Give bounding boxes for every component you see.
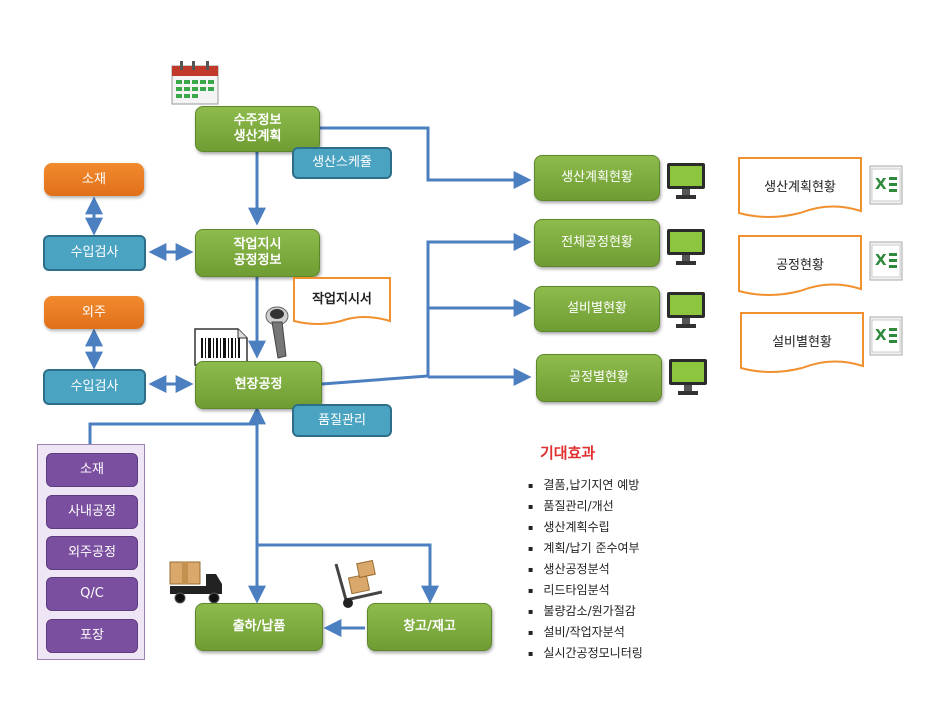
report-1-label: 생산계획현황 — [764, 179, 836, 195]
material-top-label: 소재 — [82, 171, 106, 187]
process-outsourced-label: 외주공정 — [68, 545, 116, 560]
monitor-2-label: 전체공정현황 — [561, 235, 633, 250]
shipping-node[interactable]: 출하/납품 — [195, 603, 323, 651]
monitor-node-2[interactable]: 전체공정현황 — [534, 219, 660, 267]
expected-effects: 기대효과 결품,납기지연 예방 품질관리/개선 생산계획수립 계획/납기 준수여… — [520, 442, 643, 664]
warehouse-label: 창고/재고 — [403, 619, 456, 634]
barcode-scanner-icon — [262, 304, 294, 364]
inspection-bottom-label: 수입검사 — [70, 379, 119, 394]
effect-item: 품질관리/개선 — [520, 496, 643, 517]
process-inhouse[interactable]: 사내공정 — [46, 495, 138, 529]
outsourcing-node[interactable]: 외주 — [44, 296, 144, 329]
process-packaging[interactable]: 포장 — [46, 619, 138, 653]
hand-truck-icon — [332, 559, 388, 614]
excel-icon: X — [866, 241, 904, 285]
svg-text:X: X — [875, 251, 887, 269]
monitor-3-label: 설비별현황 — [567, 301, 627, 316]
svg-text:X: X — [875, 326, 887, 344]
process-inhouse-label: 사내공정 — [68, 504, 116, 519]
barcode-icon — [194, 328, 248, 370]
shop-floor-label: 현장공정 — [234, 377, 283, 392]
shop-floor-node[interactable]: 현장공정 — [195, 361, 322, 409]
calendar-icon — [170, 58, 220, 110]
process-group: 소재 사내공정 외주공정 Q/C 포장 — [37, 444, 145, 660]
effect-item: 결품,납기지연 예방 — [520, 475, 643, 496]
report-doc-3[interactable]: 설비별현황 — [740, 312, 864, 376]
work-order-node[interactable]: 작업지시 공정정보 — [195, 229, 320, 277]
order-plan-line1: 수주정보 — [233, 113, 282, 128]
monitor-icon — [668, 357, 708, 401]
work-order-line2: 공정정보 — [233, 253, 282, 268]
monitor-1-label: 생산계획현황 — [561, 170, 633, 185]
quality-node[interactable]: 품질관리 — [292, 404, 392, 437]
arrow-to-warehouse — [257, 543, 439, 604]
monitor-icon — [666, 290, 706, 334]
truck-icon — [168, 560, 224, 610]
process-qc-label: Q/C — [80, 586, 104, 601]
production-schedule-node[interactable]: 생산스케쥴 — [292, 147, 392, 179]
monitor-node-3[interactable]: 설비별현황 — [534, 286, 660, 332]
effect-item: 생산계획수립 — [520, 517, 643, 538]
effect-item: 실시간공정모니터링 — [520, 643, 642, 664]
order-plan-line2: 생산계획 — [233, 129, 282, 144]
effect-item: 계획/납기 준수여부 — [520, 538, 643, 559]
material-node-top[interactable]: 소재 — [44, 163, 144, 196]
process-material-label: 소재 — [80, 462, 104, 477]
order-plan-node[interactable]: 수주정보 생산계획 — [195, 106, 320, 152]
effect-item: 불량감소/원가절감 — [520, 601, 643, 622]
inspection-top-label: 수입검사 — [70, 245, 119, 260]
work-order-sheet-label: 작업지시서 — [312, 291, 372, 307]
monitor-node-1[interactable]: 생산계획현황 — [534, 155, 660, 201]
report-doc-2[interactable]: 공정현황 — [738, 235, 862, 299]
effect-item: 설비/작업자분석 — [520, 622, 643, 643]
process-packaging-label: 포장 — [80, 628, 104, 643]
process-material[interactable]: 소재 — [46, 453, 138, 487]
report-2-label: 공정현황 — [776, 257, 824, 273]
work-order-sheet-doc[interactable]: 작업지시서 — [293, 277, 391, 327]
arrow-group-to-floor — [88, 422, 257, 444]
inspection-node-top[interactable]: 수입검사 — [43, 235, 146, 271]
warehouse-node[interactable]: 창고/재고 — [367, 603, 492, 651]
report-3-label: 설비별현황 — [772, 334, 832, 350]
monitor-icon — [666, 161, 706, 205]
effects-list: 결품,납기지연 예방 품질관리/개선 생산계획수립 계획/납기 준수여부 생산공… — [520, 475, 643, 664]
process-qc[interactable]: Q/C — [46, 577, 138, 611]
excel-icon: X — [866, 165, 904, 209]
process-outsourced[interactable]: 외주공정 — [46, 536, 138, 570]
monitor-4-label: 공정별현황 — [569, 370, 629, 385]
quality-label: 품질관리 — [318, 412, 366, 428]
production-schedule-label: 생산스케쥴 — [312, 155, 372, 170]
svg-text:X: X — [875, 175, 887, 193]
effect-item: 생산공정분석 — [520, 559, 643, 580]
shipping-label: 출하/납품 — [232, 619, 286, 634]
excel-icon: X — [866, 316, 904, 360]
monitor-icon — [666, 227, 706, 271]
effects-title: 기대효과 — [540, 444, 596, 462]
report-doc-1[interactable]: 생산계획현황 — [738, 157, 862, 221]
work-order-line1: 작업지시 — [233, 237, 282, 252]
inspection-node-bottom[interactable]: 수입검사 — [43, 369, 146, 405]
effect-item: 리드타임분석 — [520, 580, 643, 601]
arrow-plan-to-monitor1 — [320, 126, 532, 189]
outsourcing-label: 외주 — [82, 304, 106, 320]
monitor-node-4[interactable]: 공정별현황 — [536, 354, 662, 402]
